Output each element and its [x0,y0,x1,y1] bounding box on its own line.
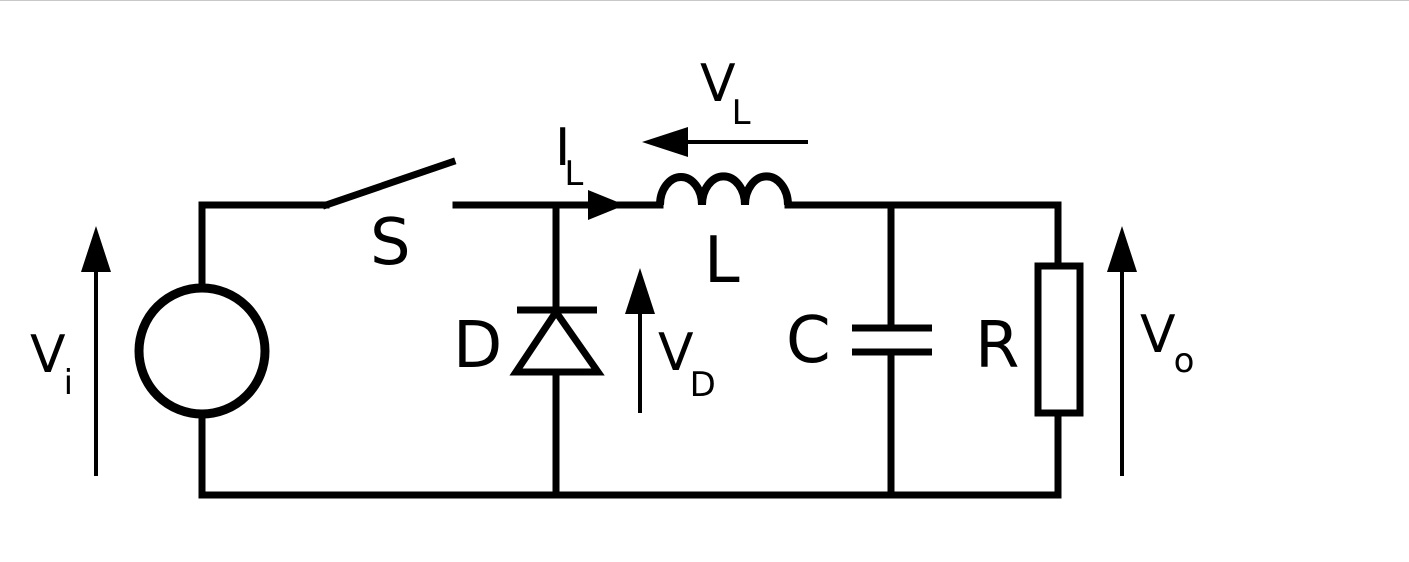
inductor-current-label: IL [555,118,583,194]
voltage-source-icon [134,283,270,419]
diode-voltage-arrow-icon [625,268,655,413]
inductor-icon [656,172,792,206]
input-voltage-arrow-icon [81,226,111,476]
switch-blade [321,157,457,210]
output-voltage-label: Vo [1140,305,1194,381]
wire-top-right [784,201,1062,270]
capacitor-label: C [786,304,831,378]
capacitor-icon [852,324,932,356]
input-voltage-label: Vi [30,325,73,403]
switch-label: S [370,206,411,280]
inductor-voltage-arrow-icon [642,127,808,157]
output-voltage-arrow-icon [1107,226,1137,476]
resistor-icon [1034,262,1084,417]
top-divider [0,0,1409,1]
current-arrowhead-icon [588,190,625,220]
inductor-label: L [704,224,740,298]
wire-bottom [198,410,1062,499]
inductor-voltage-label: VL [700,54,751,133]
diode-label: D [453,309,502,383]
resistor-label: R [975,309,1019,383]
diode-icon [509,305,605,376]
